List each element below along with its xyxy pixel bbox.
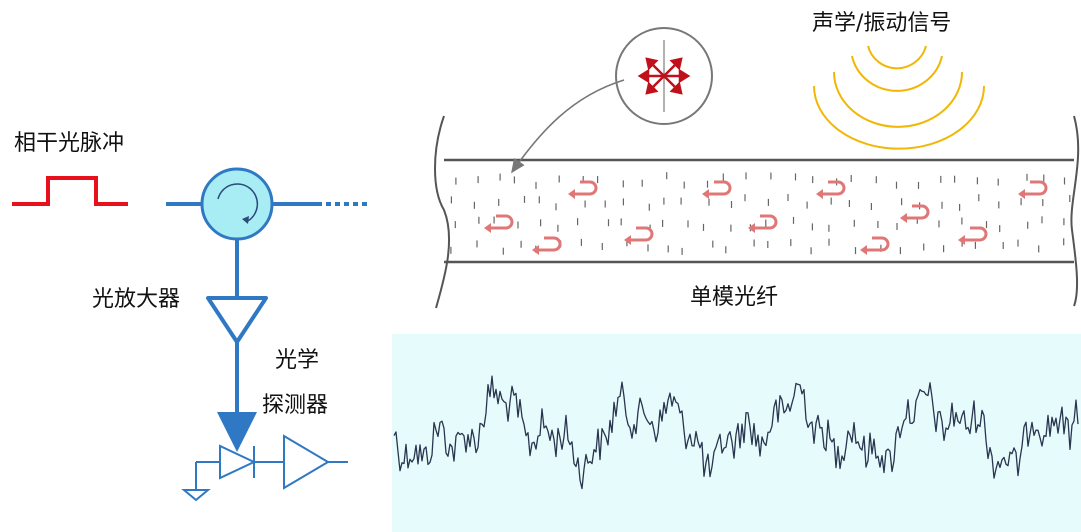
amplifier-triangle-icon	[206, 296, 268, 452]
single-mode-fiber-label: 单模光纤	[690, 285, 778, 310]
circulator-icon	[200, 167, 274, 241]
optical-path	[166, 202, 370, 298]
u-turn-arrow-icon	[572, 180, 598, 196]
u-turn-arrow-head	[624, 235, 631, 245]
detector-amplifier-icon	[283, 434, 348, 490]
u-turn-arrow-icon	[628, 226, 654, 242]
u-turn-arrow-head	[568, 189, 575, 199]
backscatter-trace-line	[393, 375, 1079, 490]
u-turn-arrow-head	[1018, 189, 1025, 199]
photodetector-label-line1: 光学	[275, 348, 319, 373]
u-turn-arrow-icon	[864, 236, 890, 252]
u-turn-arrow-icon	[488, 214, 514, 230]
u-turn-arrow-icon	[536, 236, 562, 252]
magnifier-pointer-arrow	[511, 79, 625, 174]
photodiode-icon	[196, 444, 284, 480]
acoustic-signal-label: 声学/振动信号	[812, 11, 951, 36]
u-turn-arrow-icon	[1022, 180, 1048, 196]
u-turn-arrow-head	[900, 213, 907, 223]
single-mode-fiber	[434, 115, 1080, 309]
u-turn-arrow-head	[702, 189, 709, 199]
u-turn-arrow-head	[860, 245, 867, 255]
coherent-pulse-waveform	[12, 176, 128, 206]
rayleigh-scatter-points	[450, 172, 1071, 255]
backscatter-arrows	[484, 180, 1048, 255]
u-turn-arrow-head	[748, 223, 755, 233]
photodetector-label-line2: 探测器	[262, 393, 328, 418]
u-turn-arrow-head	[484, 223, 491, 233]
u-turn-arrow-head	[816, 189, 823, 199]
rayleigh-scatter-icon	[615, 27, 713, 125]
u-turn-arrow-icon	[706, 180, 732, 196]
u-turn-arrow-icon	[904, 204, 930, 220]
u-turn-arrow-icon	[820, 180, 846, 196]
u-turn-arrow-head	[532, 245, 539, 255]
ground-icon	[181, 462, 211, 502]
u-turn-arrow-icon	[962, 226, 988, 242]
coherent-pulse-label: 相干光脉冲	[14, 131, 124, 156]
u-turn-arrow-icon	[752, 214, 778, 230]
acoustic-wave-icon	[813, 45, 985, 150]
u-turn-arrow-head	[958, 235, 965, 245]
optical-amplifier-label: 光放大器	[92, 287, 180, 312]
